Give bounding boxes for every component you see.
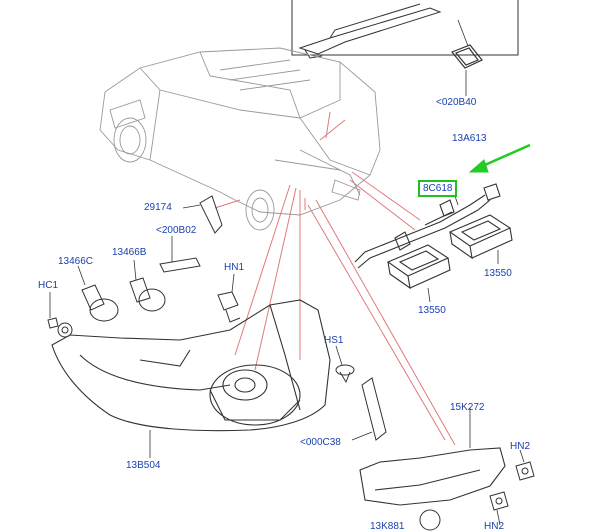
nut-HN1 [217, 273, 241, 323]
car-outline [99, 47, 381, 231]
label-8C618-highlighted: 8C618 [418, 180, 458, 197]
reflector-000C38 [351, 377, 387, 441]
nut-HN2-upper [515, 449, 535, 481]
licence-lamp-13550-left [386, 244, 451, 303]
clip-HC1 [47, 292, 73, 338]
gasket-leader [457, 19, 469, 47]
label-HN2-lower: HN2 [484, 521, 505, 532]
fog-lamp-13B504 [51, 299, 331, 432]
label-29174: 29174 [144, 202, 172, 213]
label-13A613: 13A613 [452, 133, 487, 144]
nut-HN2-lower [489, 491, 509, 526]
label-HN2-upper: HN2 [510, 441, 531, 452]
green-arrow [468, 143, 531, 173]
label-13550-left: 13550 [418, 305, 446, 316]
label-13466B: 13466B [112, 247, 147, 258]
label-13466C: 13466C [58, 256, 94, 267]
label-15K272: 15K272 [450, 402, 485, 413]
inset-box [291, 0, 519, 56]
bulb-13466B [129, 259, 166, 312]
label-13550-right: 13550 [484, 268, 512, 279]
label-020B40: <020B40 [436, 97, 477, 108]
label-200B02: <200B02 [156, 225, 197, 236]
screw-HS1 [335, 345, 355, 384]
wiring-harness-8C618 [354, 183, 501, 269]
licence-lamp-13550-right [448, 214, 513, 264]
lamp-gasket [451, 44, 483, 69]
label-cut-off: 13K881 [370, 521, 405, 532]
label-HS1: HS1 [324, 335, 344, 346]
reflector-200B02 [159, 236, 201, 273]
leader-lines [214, 111, 456, 446]
bottom-part [419, 509, 441, 531]
third-brake-lamp [298, 3, 442, 59]
bulb-13466C [77, 265, 119, 322]
label-HN1: HN1 [224, 262, 245, 273]
label-13B504: 13B504 [126, 460, 161, 471]
bracket-15K272 [359, 408, 506, 506]
trim-clip-29174 [182, 195, 223, 234]
label-000C38: <000C38 [300, 437, 341, 448]
label-HC1: HC1 [38, 280, 59, 291]
